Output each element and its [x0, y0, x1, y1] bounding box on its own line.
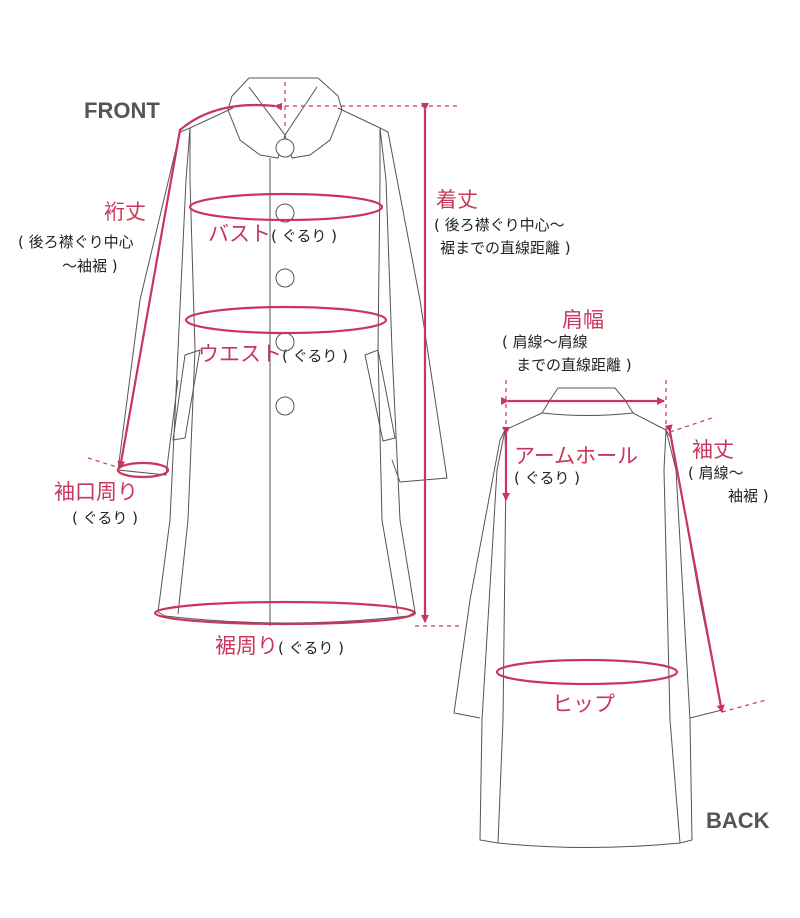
- shoulder-label: 肩幅: [562, 308, 604, 332]
- waist-label-text: ウエスト: [198, 342, 282, 366]
- bust-note: ( ぐるり ): [271, 227, 337, 245]
- back-measure-lines: [495, 380, 767, 713]
- length-note-1: ( 後ろ襟ぐり中心〜: [434, 216, 565, 234]
- front-coat-outline: [117, 77, 448, 626]
- sleeve-note-2: 袖裾 ): [728, 487, 769, 505]
- length-label: 着丈: [436, 188, 478, 212]
- cuff-label: 袖口周り: [54, 480, 138, 504]
- hem-label-text: 裾周り: [215, 634, 278, 658]
- waist-label: ウエスト( ぐるり ): [198, 342, 348, 366]
- armhole-label: アームホール: [514, 444, 639, 468]
- sleeve-label: 袖丈: [692, 438, 734, 462]
- front-measure-lines: [87, 82, 460, 627]
- front-view-title: FRONT: [84, 98, 160, 123]
- shoulder-note-1: ( 肩線〜肩線: [502, 333, 588, 351]
- shoulder-note-2: までの直線距離 ): [516, 356, 632, 374]
- back-view-title: BACK: [706, 808, 770, 833]
- length-note-2: 裾までの直線距離 ): [440, 239, 571, 257]
- bust-label: バスト( ぐるり ): [208, 222, 337, 246]
- yuki-note-1: ( 後ろ襟ぐり中心: [18, 233, 134, 251]
- sleeve-note-1: ( 肩線〜: [688, 464, 744, 482]
- yuki-label: 裄丈: [104, 200, 146, 224]
- bust-label-text: バスト: [208, 222, 271, 246]
- hip-label: ヒップ: [552, 692, 615, 716]
- hem-note: ( ぐるり ): [278, 639, 344, 657]
- yuki-note-2: 〜袖裾 ): [62, 257, 118, 275]
- cuff-note: ( ぐるり ): [72, 509, 138, 527]
- armhole-note: ( ぐるり ): [514, 469, 580, 487]
- waist-note: ( ぐるり ): [282, 347, 348, 365]
- hem-label: 裾周り( ぐるり ): [215, 634, 344, 658]
